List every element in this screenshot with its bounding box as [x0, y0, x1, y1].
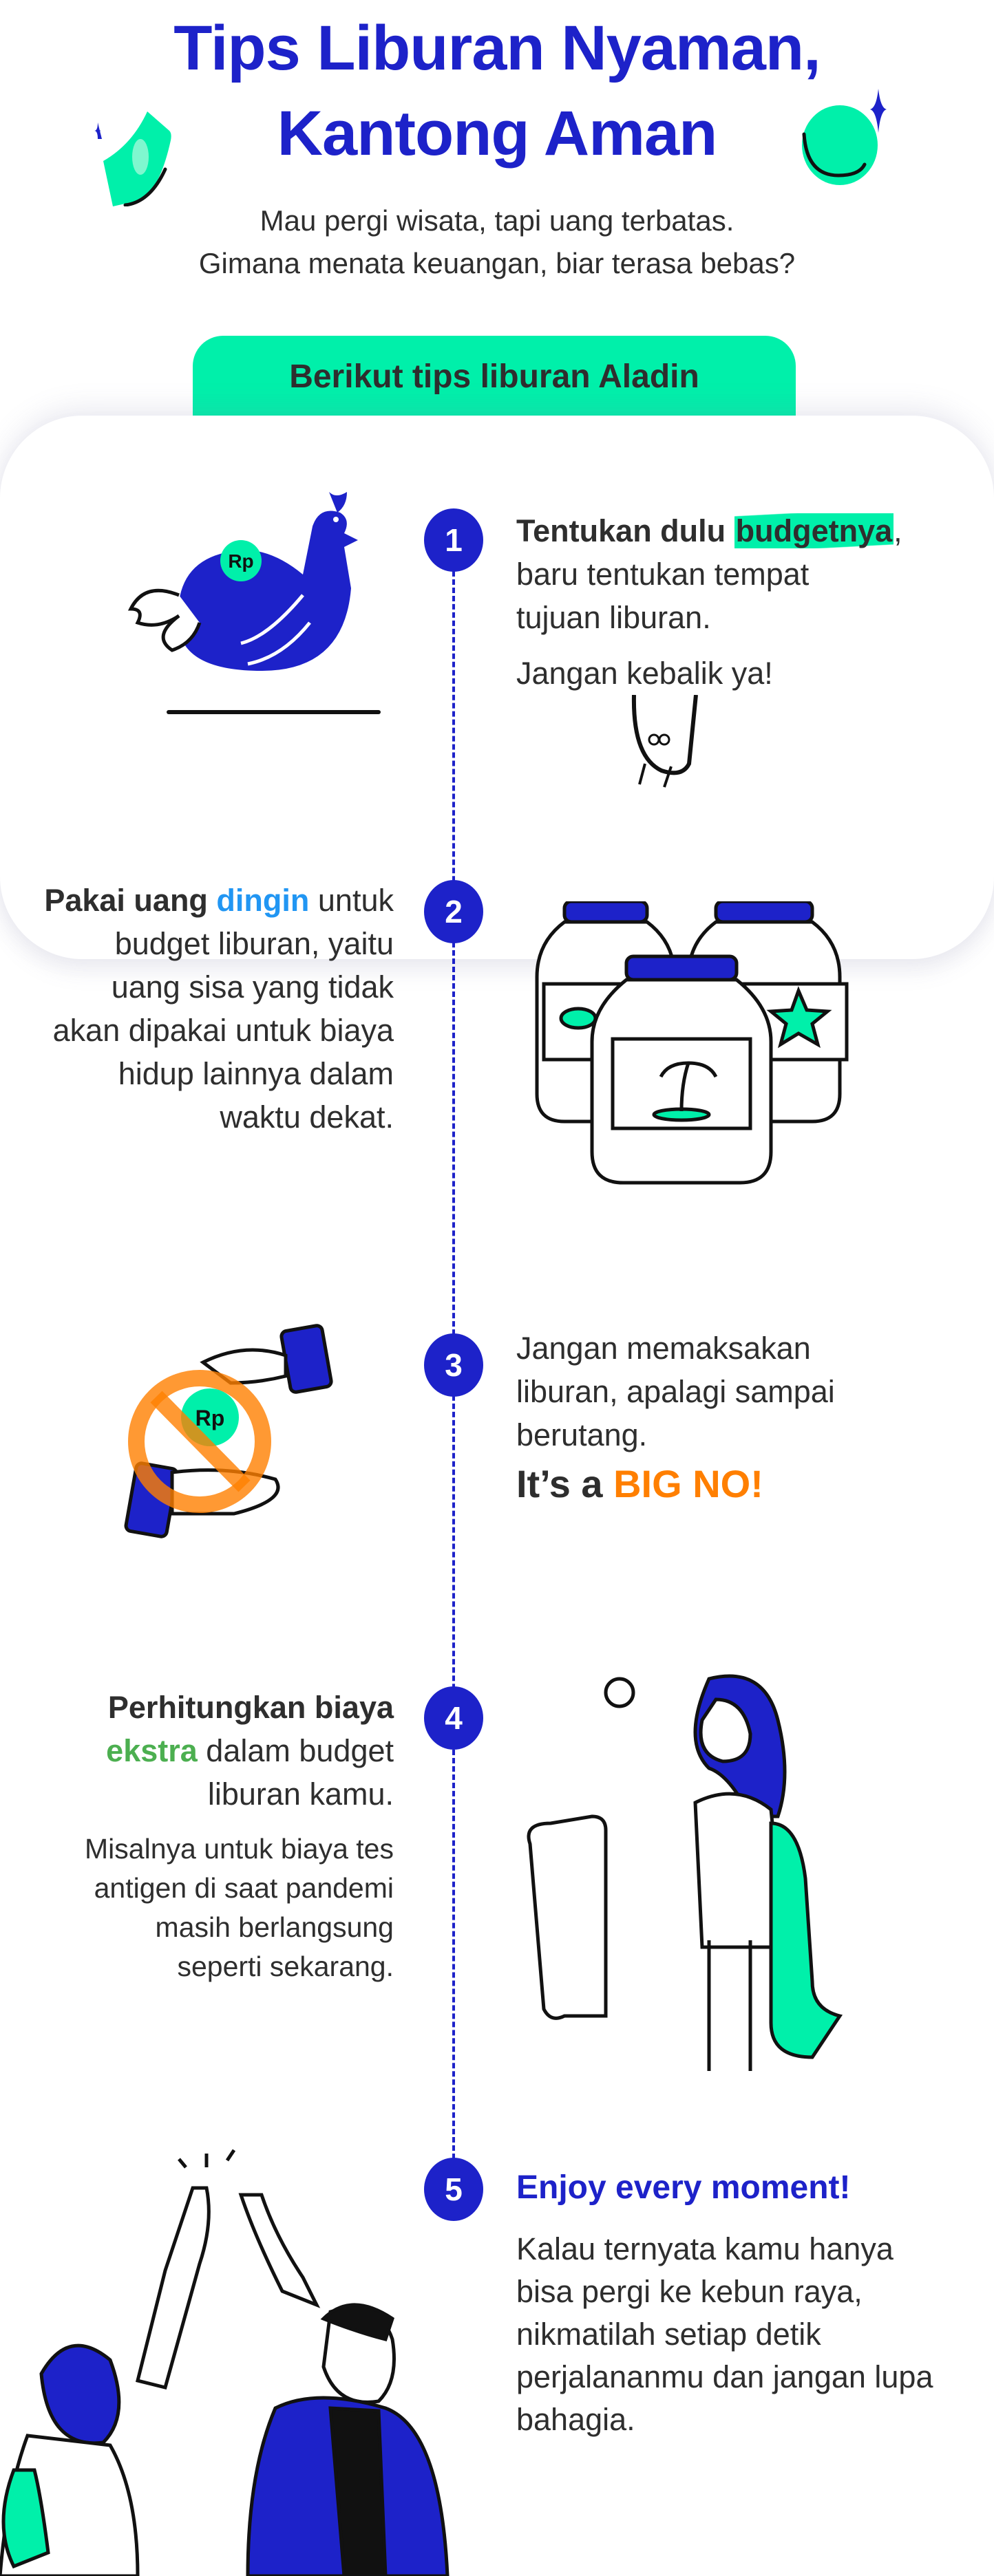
step-4-text: Perhitungkan biaya ekstra dalam budget l…: [36, 1686, 394, 1986]
step-4-bold: Perhitungkan biaya: [107, 1690, 394, 1725]
subtitle-line-2: Gimana menata keuangan, biar terasa beba…: [198, 247, 796, 279]
step-3-number: 3: [424, 1333, 483, 1397]
coin-icon: [802, 89, 887, 185]
step-4-number: 4: [424, 1686, 483, 1750]
step-4-body: dalam budget liburan kamu.: [206, 1733, 394, 1812]
step-1-highlight: budgetnya: [734, 513, 894, 548]
step-3-emphasis: It’s a BIG NO!: [516, 1457, 929, 1512]
no-debt-hands-illustration: Rp: [124, 1324, 333, 1538]
upside-down-cat-illustration: [631, 695, 698, 788]
step-2-number: 2: [424, 880, 483, 943]
step-3-text: Jangan memaksakan liburan, apalagi sampa…: [516, 1327, 929, 1512]
step-5-number: 5: [424, 2158, 483, 2221]
big-no-text: BIG NO!: [613, 1462, 763, 1505]
hen-piggy-bank-illustration: Rp: [127, 492, 381, 714]
step-1-number: 1: [424, 508, 483, 572]
rp-coin-label: Rp: [228, 550, 253, 572]
step-2-highlight: dingin: [216, 883, 310, 918]
rp-coin-label-2: Rp: [195, 1406, 225, 1430]
step-2-bold: Pakai uang: [44, 883, 217, 918]
page-title: Tips Liburan Nyaman, Kantong Aman: [0, 6, 994, 176]
tips-card: [0, 416, 994, 959]
step-4-note: Misalnya untuk biaya tes antigen di saat…: [85, 1833, 394, 1982]
step-1-note: Jangan kebalik ya!: [516, 656, 773, 691]
step-5-body: Kalau ternyata kamu hanya bisa pergi ke …: [516, 2231, 933, 2437]
step-5-text: Enjoy every moment! Kalau ternyata kamu …: [516, 2167, 943, 2441]
step-1-text: Tentukan dulu budgetnya, baru tentukan t…: [516, 509, 957, 695]
savings-jars-illustration: [535, 901, 849, 1185]
title-line-2: Kantong Aman: [277, 98, 718, 169]
step-2-text: Pakai uang dingin untuk budget liburan, …: [41, 879, 394, 1139]
step-3-emph-pre: It’s a: [516, 1462, 614, 1505]
subtitle: Mau pergi wisata, tapi uang terbatas. Gi…: [0, 200, 994, 285]
step-3-body: Jangan memaksakan liburan, apalagi sampa…: [516, 1331, 835, 1452]
step-1-comma: ,: [893, 513, 902, 548]
subtitle-line-1: Mau pergi wisata, tapi uang terbatas.: [260, 204, 734, 237]
step-2-body: untuk budget liburan, yaitu uang sisa ya…: [52, 883, 394, 1135]
title-line-1: Tips Liburan Nyaman,: [173, 13, 821, 83]
step-1-body: baru tentukan tempat tujuan liburan.: [516, 557, 810, 635]
high-five-illustration: [0, 2149, 450, 2576]
step-5-title: Enjoy every moment!: [516, 2169, 851, 2206]
step-4-highlight: ekstra: [106, 1733, 198, 1768]
money-bill-icon: [94, 111, 171, 206]
woman-with-bill-illustration: [527, 1674, 843, 2071]
step-1-bold: Tentukan dulu: [516, 513, 734, 548]
